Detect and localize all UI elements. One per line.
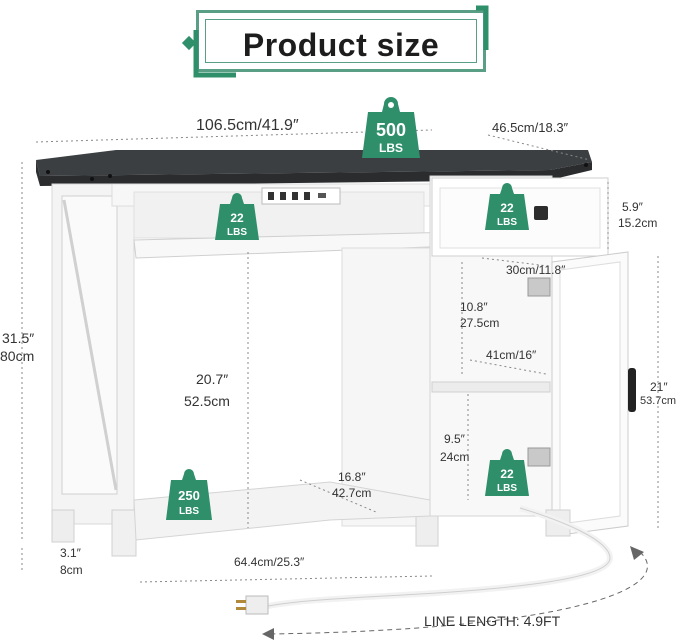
dim-upper-shelf-in: 10.8″ [460, 300, 488, 314]
weight-badge-bottom-value: 250 [178, 488, 200, 503]
dim-lower-shelf-in: 9.5″ [444, 432, 465, 446]
dim-door-h-cm: 53.7cm [640, 395, 677, 407]
dim-lower-shelf-cm: 24cm [440, 450, 470, 464]
weight-badge-cabinet-shelf-value: 22 [500, 467, 514, 481]
weight-badge-top-value: 500 [376, 120, 406, 140]
dim-cabinet-width: 30cm/11.8″ [506, 263, 566, 277]
dim-drawer-h-cm: 15.2cm [618, 216, 658, 230]
dim-leg-cm: 8cm [60, 563, 83, 577]
weight-badge-drawer-value: 22 [500, 201, 514, 215]
title-decoration [181, 5, 489, 78]
page-title: Product size [242, 27, 440, 63]
weight-badge-cabinet-shelf-unit: LBS [497, 483, 517, 494]
dim-height-in: 31.5″ [2, 330, 35, 346]
dim-open-height-cm: 52.5cm [184, 393, 230, 409]
dim-bottom-depth-cm: 42.7cm [332, 486, 372, 500]
dim-drawer-h-in: 5.9″ [622, 200, 643, 214]
weight-badge-drawer: 22 LBS [485, 182, 529, 230]
dim-height-cm: 80cm [0, 348, 35, 364]
dim-open-height-in: 20.7″ [196, 371, 229, 387]
dim-door-h-in: 21″ [650, 380, 668, 394]
dim-upper-shelf-cm: 27.5cm [460, 316, 500, 330]
weight-badge-bottom: 250 LBS [166, 469, 212, 520]
dim-top-depth: 46.5cm/18.3″ [492, 120, 569, 135]
weight-badge-top-unit: LBS [379, 141, 403, 155]
dim-top-width: 106.5cm/41.9″ [196, 117, 299, 134]
weight-badge-keyboard: 22 LBS [215, 192, 259, 240]
weight-badge-keyboard-value: 22 [230, 211, 244, 225]
title-banner: Product size [196, 10, 486, 72]
weight-badge-cabinet-shelf: 22 LBS [485, 448, 529, 496]
title-banner-inner-border [205, 19, 477, 63]
line-length-label: LINE LENGTH: 4.9FT [424, 613, 561, 629]
weight-badge-top: 500 LBS [362, 97, 420, 158]
dim-bottom-depth-in: 16.8″ [338, 470, 366, 484]
tabletop [36, 150, 592, 176]
dim-bottom-width: 64.4cm/25.3″ [234, 555, 305, 569]
weight-badge-drawer-unit: LBS [497, 217, 517, 228]
weight-badge-bottom-unit: LBS [179, 506, 199, 517]
dim-leg-in: 3.1″ [60, 546, 81, 560]
dim-shelf-depth: 41cm/16″ [486, 348, 537, 362]
weight-badge-keyboard-unit: LBS [227, 227, 247, 238]
